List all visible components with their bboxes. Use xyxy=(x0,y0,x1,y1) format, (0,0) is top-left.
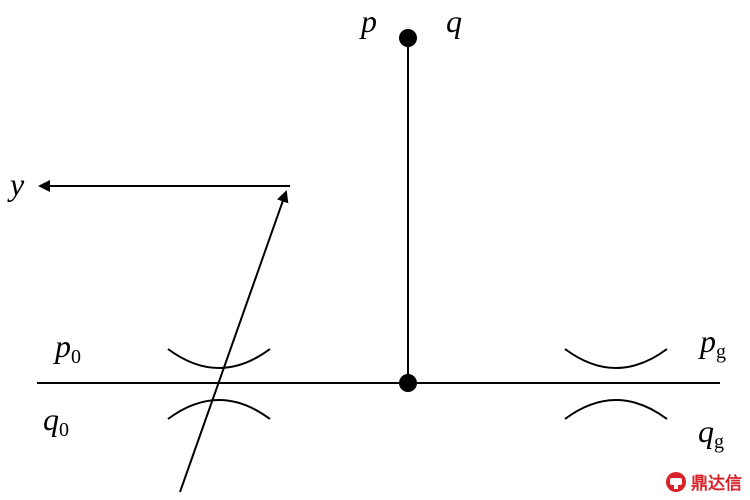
label-qg-main: q xyxy=(698,413,714,449)
top-node xyxy=(399,29,417,47)
label-y: y xyxy=(7,166,25,202)
label-q0-sub: 0 xyxy=(59,419,69,441)
label-q0: q0 xyxy=(43,401,69,441)
label-pg-sub: g xyxy=(716,341,726,363)
label-p-top: p xyxy=(359,3,377,39)
right-upper-arc xyxy=(564,348,668,369)
label-qg: qg xyxy=(698,413,724,453)
label-pg: pg xyxy=(698,323,726,363)
label-q-top: q xyxy=(446,3,462,39)
label-p0-main: p xyxy=(53,328,71,364)
label-p0-sub: 0 xyxy=(71,346,81,368)
label-pg-main: p xyxy=(698,323,716,359)
label-q0-main: q xyxy=(43,401,59,437)
slanted-arrow xyxy=(179,190,289,493)
watermark-logo-icon xyxy=(666,471,686,492)
junction-node xyxy=(399,374,417,392)
label-p0: p0 xyxy=(53,328,81,368)
left-upper-arc xyxy=(167,348,271,369)
watermark-text: 鼎达信 xyxy=(691,474,742,494)
right-lower-arc xyxy=(564,399,668,420)
label-qg-sub: g xyxy=(714,431,724,453)
left-lower-arc xyxy=(167,399,271,420)
watermark: 鼎达信 xyxy=(665,469,742,494)
